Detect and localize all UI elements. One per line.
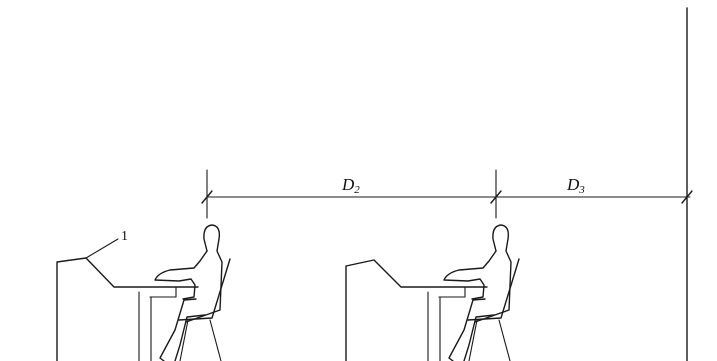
seated-person-2: [443, 224, 512, 361]
callout-leader-1: [85, 238, 119, 259]
chair-2: [467, 258, 520, 361]
dimension-line: [201, 169, 693, 219]
dimension-tick-middle: [490, 190, 502, 204]
dimension-label-d3: D3: [567, 175, 585, 196]
dimension-tick-left: [201, 190, 213, 204]
callout-label-1: 1: [121, 229, 128, 244]
workstation-2: [345, 224, 520, 361]
workstation-1: [56, 224, 231, 361]
chair-1: [178, 258, 231, 361]
seated-person-1: [154, 224, 223, 361]
console-2: [345, 259, 488, 361]
dimension-tick-right: [681, 190, 693, 204]
console-1: [56, 238, 199, 361]
dimension-label-d2: D2: [342, 175, 360, 196]
